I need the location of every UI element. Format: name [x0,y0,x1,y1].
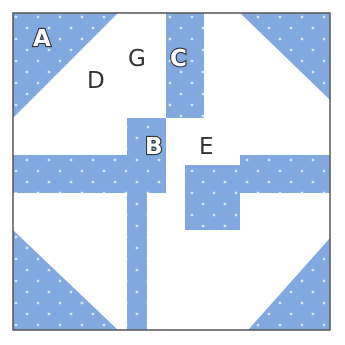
strip-bottom-vertical [127,193,147,330]
label-a: A [33,26,51,52]
label-g: G [128,46,146,72]
label-c: C [170,46,187,72]
strip-right-horizontal [240,155,330,193]
label-d: D [87,68,105,94]
label-e: E [199,134,214,160]
square-center-bottom [185,165,240,230]
label-b: B [145,134,163,160]
strip-left-horizontal [13,155,166,193]
